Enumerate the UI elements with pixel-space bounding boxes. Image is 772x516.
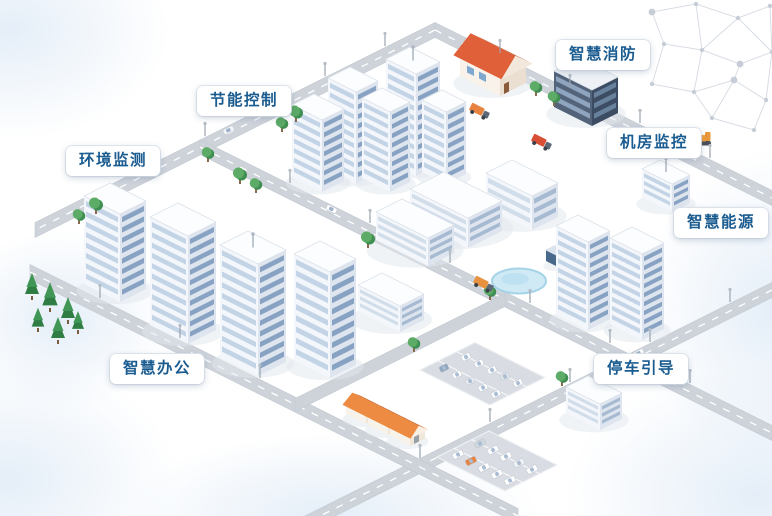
parked-car: [490, 389, 502, 399]
parked-car: [512, 378, 524, 388]
tree: [407, 337, 421, 352]
parked-car: [487, 445, 499, 455]
parked-car: [500, 451, 512, 462]
office-tower: [356, 87, 416, 195]
feature-label-smart-fire: 智慧消防: [556, 40, 651, 70]
parking-lot: [435, 430, 559, 492]
substation-building: [636, 156, 696, 215]
pine-tree: [61, 297, 75, 324]
parked-car: [452, 449, 464, 460]
parked-car: [526, 464, 538, 475]
tree: [289, 105, 303, 122]
tree: [529, 81, 543, 96]
tree: [275, 117, 289, 132]
parked-car: [477, 383, 489, 392]
truck: [473, 275, 494, 293]
parked-car: [464, 376, 476, 386]
parked-car: [438, 363, 450, 373]
energy-tower: [603, 226, 671, 343]
low-rise-building: [350, 272, 432, 335]
red-roof-house: [453, 33, 533, 99]
car: [222, 125, 235, 135]
office-tower: [212, 230, 294, 379]
feature-label-smart-office: 智慧办公: [110, 354, 205, 384]
parked-car: [460, 352, 472, 362]
parked-car: [465, 456, 477, 466]
pine-tree: [72, 311, 84, 334]
campus-building: [366, 198, 464, 268]
trees: [25, 81, 569, 386]
parked-car: [504, 475, 516, 486]
pine-tree: [25, 273, 39, 300]
parked-car: [486, 365, 498, 375]
parked-car: [474, 438, 486, 449]
tree: [547, 91, 561, 106]
parked-car: [451, 370, 463, 379]
pond: [491, 267, 547, 295]
tree: [201, 147, 215, 162]
tree: [233, 167, 247, 184]
tree: [89, 197, 103, 214]
warehouse: [386, 414, 429, 449]
feature-label-machine-room-monitoring: 机房监控: [607, 128, 702, 158]
pine-tree: [51, 317, 65, 344]
feature-label-environment-monitoring: 环境监测: [66, 146, 161, 176]
pine-tree: [42, 282, 58, 312]
buildings: [76, 33, 696, 449]
truck: [469, 102, 490, 120]
parked-car: [491, 469, 503, 479]
energy-tower: [549, 214, 617, 333]
office-tower: [286, 240, 364, 381]
parked-car: [478, 462, 490, 473]
tree: [72, 209, 86, 224]
parking-lot: [418, 341, 547, 406]
parked-car: [499, 372, 511, 381]
office-tower: [142, 202, 224, 347]
tree: [361, 231, 375, 248]
parked-car: [513, 458, 525, 468]
tree: [249, 178, 263, 193]
car: [325, 204, 338, 214]
office-tower: [416, 89, 472, 187]
service-building: [559, 375, 629, 433]
network-pattern: [648, 1, 772, 133]
truck: [531, 133, 552, 151]
pine-tree: [31, 307, 45, 332]
parked-car: [473, 359, 485, 368]
office-tower: [76, 182, 154, 305]
tree: [555, 371, 569, 386]
office-tower: [285, 93, 351, 195]
feature-label-smart-energy: 智慧能源: [674, 208, 769, 238]
feature-label-energy-saving-control: 节能控制: [197, 86, 292, 116]
feature-label-parking-guidance: 停车引导: [594, 354, 689, 384]
